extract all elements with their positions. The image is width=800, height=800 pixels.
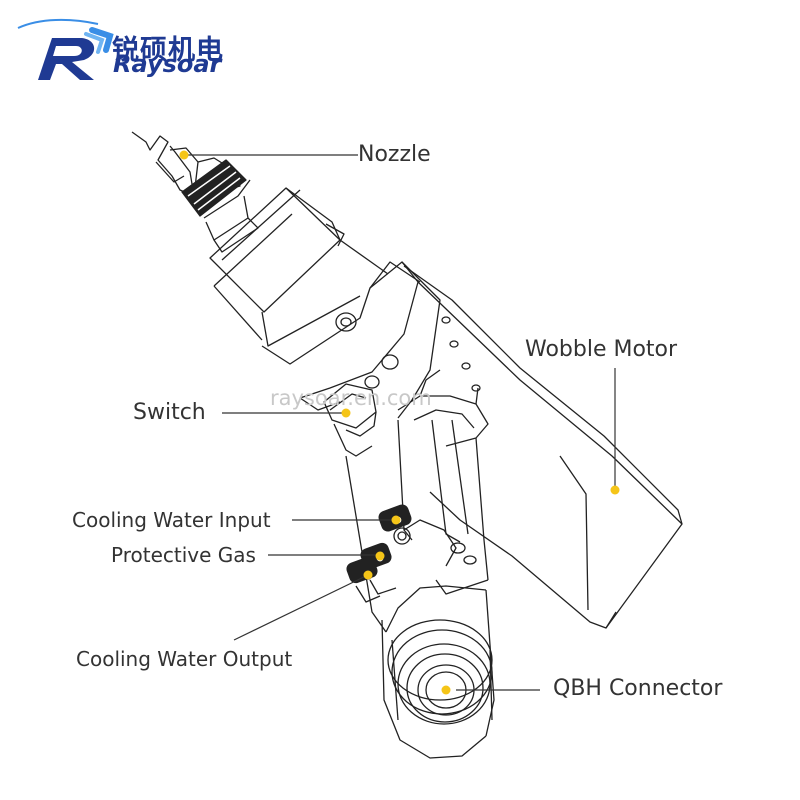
label-switch: Switch <box>133 400 206 425</box>
brand-name-en: Raysoar <box>113 50 222 78</box>
markers <box>179 150 620 695</box>
marker-qbh-connector <box>441 685 451 695</box>
switch-part <box>323 383 377 457</box>
label-qbh-connector: QBH Connector <box>553 676 723 701</box>
nozzle-part <box>131 131 259 253</box>
marker-nozzle <box>179 150 189 160</box>
marker-wobble-motor <box>610 485 620 495</box>
marker-protective-gas <box>375 551 385 561</box>
raysoar-logo-icon <box>17 18 114 80</box>
label-protective-gas: Protective Gas <box>111 543 256 567</box>
marker-switch <box>341 408 351 418</box>
wobble-motor-part <box>403 265 683 629</box>
watermark: raysoar.en.com <box>270 386 432 410</box>
marker-cooling-water-output <box>363 570 373 580</box>
leader-lines <box>186 154 616 691</box>
lower-body <box>345 419 495 759</box>
marker-cooling-water-input <box>391 515 401 525</box>
joint-block <box>261 261 441 419</box>
brand-name-cn: 锐硕机电 <box>112 35 224 66</box>
label-cooling-water-input: Cooling Water Input <box>72 508 271 532</box>
label-nozzle: Nozzle <box>358 142 431 167</box>
upper-body <box>209 187 389 347</box>
qbh-connector-part <box>387 619 493 725</box>
label-cooling-water-output: Cooling Water Output <box>76 647 293 671</box>
label-wobble-motor: Wobble Motor <box>525 337 678 362</box>
